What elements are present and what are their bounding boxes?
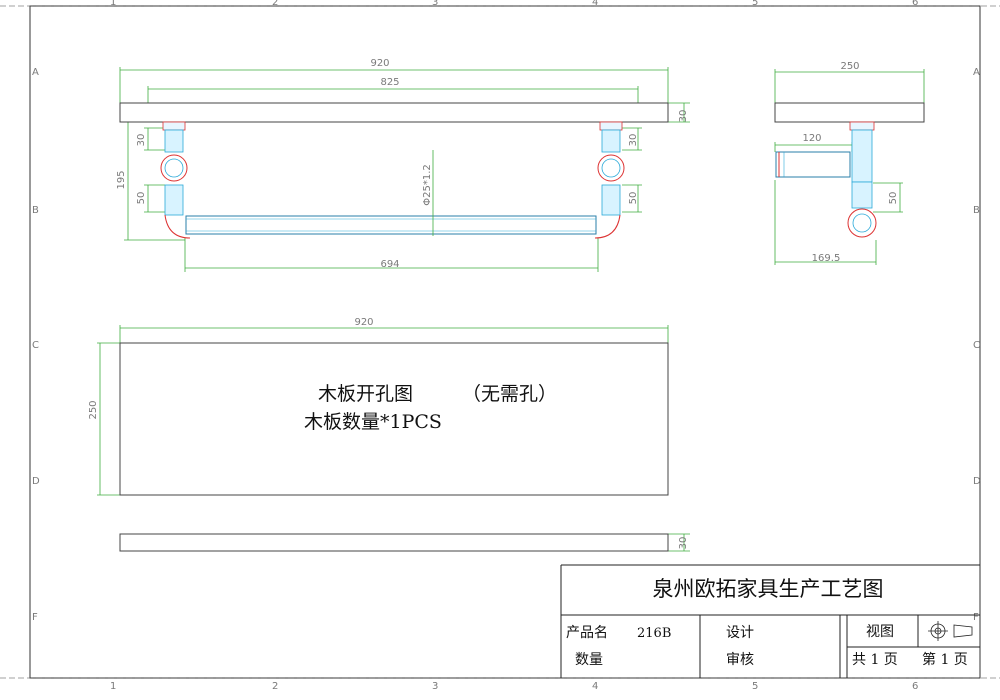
side-rod-end: [847, 208, 877, 238]
zone-right-a: A: [973, 67, 980, 78]
board-quantity-note: 木板数量*1PCS: [304, 411, 442, 433]
zone-right-d: D: [973, 476, 981, 487]
zone-bottom-1: 1: [110, 681, 116, 692]
dim-overall-width: 920: [370, 58, 389, 69]
dim-left-lower-bracket: 50: [136, 192, 147, 205]
zone-top-2: 2: [272, 0, 278, 8]
zone-left-d: D: [32, 476, 40, 487]
zone-right-c: C: [973, 340, 980, 351]
dim-rod-length: 694: [380, 259, 399, 270]
dim-left-upper-bracket: 30: [136, 134, 147, 147]
dim-board-depth: 250: [88, 400, 99, 419]
board-top-view: [119, 342, 669, 496]
zone-right-b: B: [973, 205, 980, 216]
zone-top-4: 4: [592, 0, 598, 8]
border-zone-markers: 1 2 3 4 5 6 1 2 3 4 5 6 A B C D F A B C …: [32, 0, 981, 692]
board-dim-lines: [97, 325, 690, 552]
right-bracket: [594, 121, 625, 239]
zone-bottom-5: 5: [752, 681, 758, 692]
quantity-label: 数量: [575, 652, 603, 668]
product-name-value: 216B: [637, 626, 671, 641]
board-hole-note-extra: （无需孔）: [462, 383, 557, 405]
zone-left-f: F: [32, 612, 38, 623]
zone-top-3: 3: [432, 0, 438, 8]
zone-bottom-3: 3: [432, 681, 438, 692]
dim-board-width: 920: [354, 317, 373, 328]
dim-bracket-height: 195: [116, 170, 127, 189]
dim-board-thickness: 30: [678, 110, 689, 123]
zone-top-1: 1: [110, 0, 116, 8]
front-dim-lines: [119, 67, 690, 272]
side-shelf-board: [774, 102, 925, 123]
side-arm: [775, 151, 851, 178]
side-dim-lines: [774, 69, 925, 265]
projection-symbol-icon: [928, 621, 973, 641]
side-bracket-upper: [851, 129, 873, 183]
zone-left-c: C: [32, 340, 39, 351]
dim-side-arm-depth: 169.5: [812, 253, 841, 264]
dim-board-edge-thickness: 30: [678, 537, 689, 550]
dim-side-rod-offset: 120: [802, 133, 821, 144]
dim-right-upper-bracket: 30: [628, 134, 639, 147]
zone-left-b: B: [32, 205, 39, 216]
board-edge-view: [119, 533, 669, 552]
front-view: 920 825 30 30 50 195 30 50 Φ25*1.2 694: [116, 58, 690, 272]
left-bracket: [160, 121, 191, 239]
hanging-rod: [185, 150, 597, 236]
zone-bottom-4: 4: [592, 681, 598, 692]
zone-top-6: 6: [912, 0, 918, 8]
page-number: 第 1 页: [922, 651, 968, 668]
sheet-border: [0, 5, 1000, 679]
review-label: 审核: [726, 652, 754, 668]
total-pages: 共 1 页: [852, 652, 898, 668]
company-title: 泉州欧拓家具生产工艺图: [653, 577, 884, 601]
dim-side-bracket: 50: [888, 192, 899, 205]
dim-side-depth: 250: [840, 61, 859, 72]
dim-right-lower-bracket: 50: [628, 192, 639, 205]
zone-bottom-2: 2: [272, 681, 278, 692]
design-label: 设计: [726, 625, 754, 641]
side-wall-mount: [849, 121, 875, 131]
zone-top-5: 5: [752, 0, 758, 8]
zone-right-f: F: [973, 612, 979, 623]
board-hole-note: 木板开孔图: [318, 383, 413, 405]
front-shelf-board: [119, 102, 669, 123]
view-label: 视图: [866, 624, 894, 640]
dim-board-length: 825: [380, 77, 399, 88]
zone-left-a: A: [32, 67, 39, 78]
side-view: 250 120 50 169.5: [774, 61, 925, 265]
dim-rod-spec: Φ25*1.2: [422, 164, 433, 206]
board-view: 920 250 30 木板开孔图 （无需孔） 木板数量*1PCS: [88, 317, 690, 552]
product-name-label: 产品名: [566, 625, 608, 641]
zone-bottom-6: 6: [912, 681, 918, 692]
side-bracket-lower: [851, 181, 873, 209]
title-block: 泉州欧拓家具生产工艺图 产品名 216B 数量 设计 审核 视图 共 1 页 第…: [560, 564, 980, 678]
